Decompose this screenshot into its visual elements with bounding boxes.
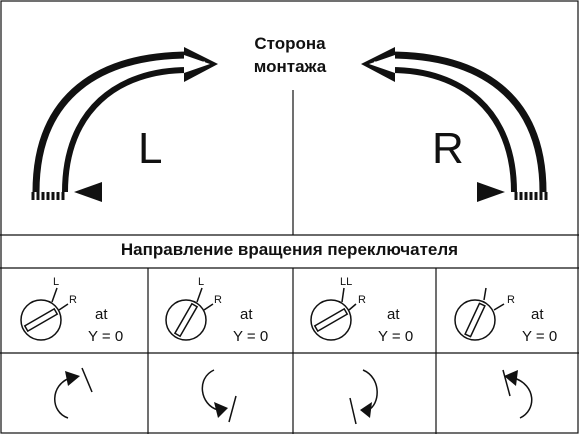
dial-mark-side: R — [214, 294, 222, 306]
dial-icon-2 — [165, 287, 214, 341]
dial-mark-side: R — [358, 294, 366, 306]
dial-icon-4 — [454, 287, 505, 341]
cell-at-label: at — [387, 306, 400, 323]
mount-side-label: Сторона монтажа — [230, 32, 350, 78]
dial-mark-top: L — [53, 276, 60, 288]
left-side-letter: L — [138, 124, 163, 173]
left-mount-arrow-icon — [31, 47, 218, 202]
mount-side-label-line1: Сторона — [254, 34, 326, 53]
cell-at-label: at — [531, 306, 544, 323]
mount-side-label-line2: монтажа — [253, 57, 327, 76]
cell-at-label: at — [240, 306, 253, 323]
dial-mark-side: R — [69, 294, 77, 306]
dial-mark-side: R — [507, 294, 515, 306]
rotation-section-title: Направление вращения переключателя — [120, 240, 459, 259]
right-mount-arrow-icon — [361, 47, 548, 202]
right-side-letter: R — [432, 124, 464, 173]
dial-icon-1 — [20, 287, 69, 341]
rotation-arrow-icon-3 — [349, 369, 378, 425]
rotation-arrow-icon-1 — [54, 367, 93, 419]
cell-condition: Y = 0 — [522, 328, 558, 345]
dial-icon-3 — [310, 287, 357, 341]
cell-condition: Y = 0 — [88, 328, 124, 345]
cell-condition: Y = 0 — [233, 328, 269, 345]
rotation-arrow-icon-2 — [201, 369, 237, 423]
cell-condition: Y = 0 — [378, 328, 414, 345]
cell-at-label: at — [95, 306, 108, 323]
dial-mark-top: LL — [340, 276, 353, 288]
dial-mark-top: L — [198, 276, 205, 288]
rotation-arrow-icon-4 — [502, 369, 533, 419]
